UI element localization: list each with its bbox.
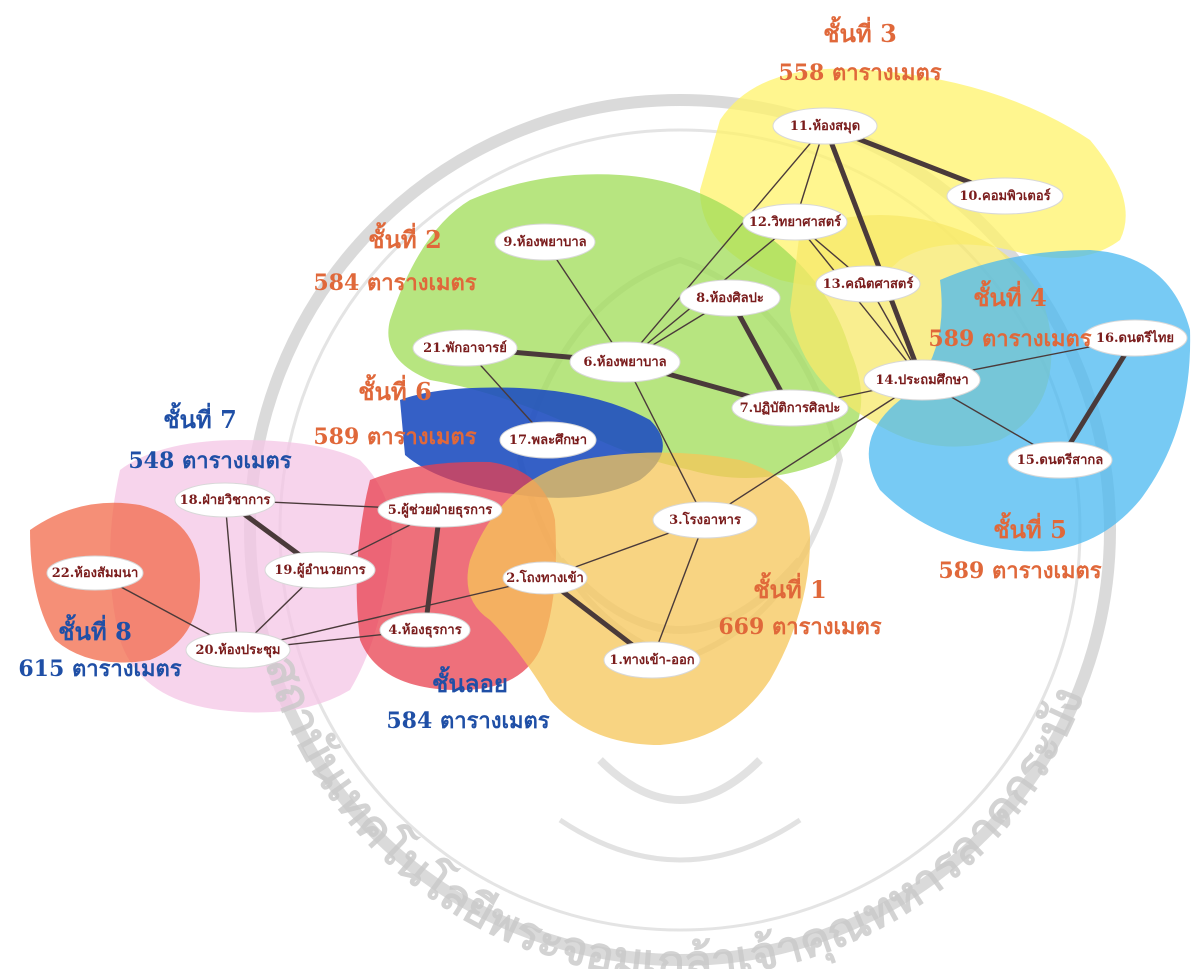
relationship-line <box>544 241 626 363</box>
relationship-line <box>1057 336 1138 462</box>
zone-title: ชั้นที่ 5 <box>993 511 1067 544</box>
relationship-line <box>422 509 443 631</box>
room-node: 11.ห้องสมุด <box>772 107 878 145</box>
room-node: 8.ห้องศิลปะ <box>679 279 781 317</box>
zone-title: ชั้นที่ 8 <box>58 613 132 646</box>
room-node: 21.พักอาจารย์ <box>412 329 518 367</box>
room-label: 1.ทางเข้า-ออก <box>609 652 694 668</box>
room-label: 15.ดนตรีสากล <box>1017 452 1103 468</box>
room-label: 14.ประถมศึกษา <box>875 372 968 388</box>
zone-title: ชั้นที่ 3 <box>823 15 897 48</box>
room-node: 18.ฝ่ายวิชาการ <box>174 482 276 518</box>
room-label: 2.โถงทางเข้า <box>506 569 584 586</box>
zone-label-floor-4: ชั้นที่ 4 589 ตารางเมตร <box>928 279 1091 352</box>
room-node: 2.โถงทางเข้า <box>502 561 588 595</box>
room-label: 19.ผู้อำนวยการ <box>274 562 365 578</box>
relationship-line <box>237 577 546 651</box>
room-node: 3.โรงอาหาร <box>652 501 758 539</box>
room-label: 17.พละศึกษา <box>509 432 587 448</box>
room-label: 4.ห้องธุรการ <box>388 622 461 638</box>
room-label: 10.คอมพิวเตอร์ <box>959 188 1050 204</box>
zone-area: 589 ตารางเมตร <box>928 326 1091 352</box>
zone-label-floor-3: ชั้นที่ 3 558 ตารางเมตร <box>778 15 941 86</box>
zone-area: 615 ตารางเมตร <box>18 656 181 682</box>
zone-label-floor-5: ชั้นที่ 5 589 ตารางเมตร <box>938 511 1101 584</box>
room-label: 16.ดนตรีไทย <box>1096 329 1174 346</box>
room-label: 6.ห้องพยาบาล <box>583 354 666 370</box>
room-node: 13.คณิตศาสตร์ <box>815 265 921 303</box>
room-label: 20.ห้องประชุม <box>196 642 281 658</box>
room-node: 22.ห้องสัมมนา <box>46 555 144 591</box>
room-node: 6.ห้องพยาบาล <box>569 341 681 383</box>
zone-label-mezzanine: ชั้นลอย 584 ตารางเมตร <box>386 665 549 734</box>
room-node: 9.ห้องพยาบาล <box>494 223 596 261</box>
room-node: 14.ประถมศึกษา <box>863 359 981 401</box>
relationship-line <box>624 361 706 521</box>
relationship-line <box>651 519 706 661</box>
zone-label-floor-7: ชั้นที่ 7 548 ตารางเมตร <box>128 401 291 474</box>
zone-area: 548 ตารางเมตร <box>128 448 291 474</box>
room-nodes: 1.ทางเข้า-ออก 2.โถงทางเข้า 3.โรงอาหาร 4.… <box>46 107 1188 679</box>
zone-area: 669 ตารางเมตร <box>718 614 881 640</box>
room-label: 11.ห้องสมุด <box>790 118 860 134</box>
room-label: 5.ผู้ช่วยฝ่ายธุรการ <box>388 502 493 518</box>
room-label: 12.วิทยาศาสตร์ <box>749 214 841 230</box>
room-node: 15.ดนตรีสากล <box>1007 441 1113 479</box>
relationship-line <box>727 296 793 410</box>
room-label: 3.โรงอาหาร <box>669 511 741 528</box>
zone-area: 558 ตารางเมตร <box>778 60 941 86</box>
zone-area: 584 ตารางเมตร <box>313 270 476 296</box>
room-node: 12.วิทยาศาสตร์ <box>742 203 848 241</box>
room-node: 19.ผู้อำนวยการ <box>264 551 376 589</box>
zone-title: ชั้นลอย <box>432 665 508 698</box>
room-node: 1.ทางเข้า-ออก <box>603 641 701 679</box>
zone-label-floor-8: ชั้นที่ 8 615 ตารางเมตร <box>18 613 181 682</box>
room-label: 9.ห้องพยาบาล <box>503 234 586 250</box>
relationship-line <box>624 125 826 363</box>
room-label: 21.พักอาจารย์ <box>423 340 507 356</box>
room-label: 13.คณิตศาสตร์ <box>823 276 914 292</box>
zone-area: 589 ตารางเมตร <box>938 558 1101 584</box>
zone-label-floor-1: ชั้นที่ 1 669 ตารางเมตร <box>718 571 881 640</box>
room-label: 22.ห้องสัมมนา <box>52 565 139 581</box>
zone-title: ชั้นที่ 4 <box>973 279 1047 312</box>
room-label: 7.ปฏิบัติการศิลปะ <box>740 401 841 416</box>
zone-label-floor-6: ชั้นที่ 6 589 ตารางเมตร <box>313 373 476 450</box>
zone-area: 589 ตารางเมตร <box>313 424 476 450</box>
relationship-line <box>704 379 923 521</box>
room-node: 17.พละศึกษา <box>499 421 597 459</box>
room-node: 10.คอมพิวเตอร์ <box>946 177 1064 215</box>
zone-area: 584 ตารางเมตร <box>386 708 549 734</box>
room-node: 20.ห้องประชุม <box>185 631 291 669</box>
room-node: 7.ปฏิบัติการศิลปะ <box>731 389 849 427</box>
room-label: 8.ห้องศิลปะ <box>696 290 764 306</box>
room-node: 5.ผู้ช่วยฝ่ายธุรการ <box>377 492 503 528</box>
zone-labels: ชั้นที่ 3 558 ตารางเมตร ชั้นที่ 2 584 ตา… <box>18 15 1101 734</box>
room-label: 18.ฝ่ายวิชาการ <box>180 493 271 508</box>
zone-title: ชั้นที่ 2 <box>368 221 442 254</box>
zone-label-floor-2: ชั้นที่ 2 584 ตารางเมตร <box>313 221 476 296</box>
zone-title: ชั้นที่ 7 <box>163 401 237 434</box>
room-node: 16.ดนตรีไทย <box>1082 319 1188 357</box>
zone-title: ชั้นที่ 6 <box>358 373 432 406</box>
relationship-line <box>224 499 239 651</box>
room-node: 4.ห้องธุรการ <box>379 612 471 648</box>
relationship-line <box>822 125 925 381</box>
zone-title: ชั้นที่ 1 <box>753 571 827 604</box>
